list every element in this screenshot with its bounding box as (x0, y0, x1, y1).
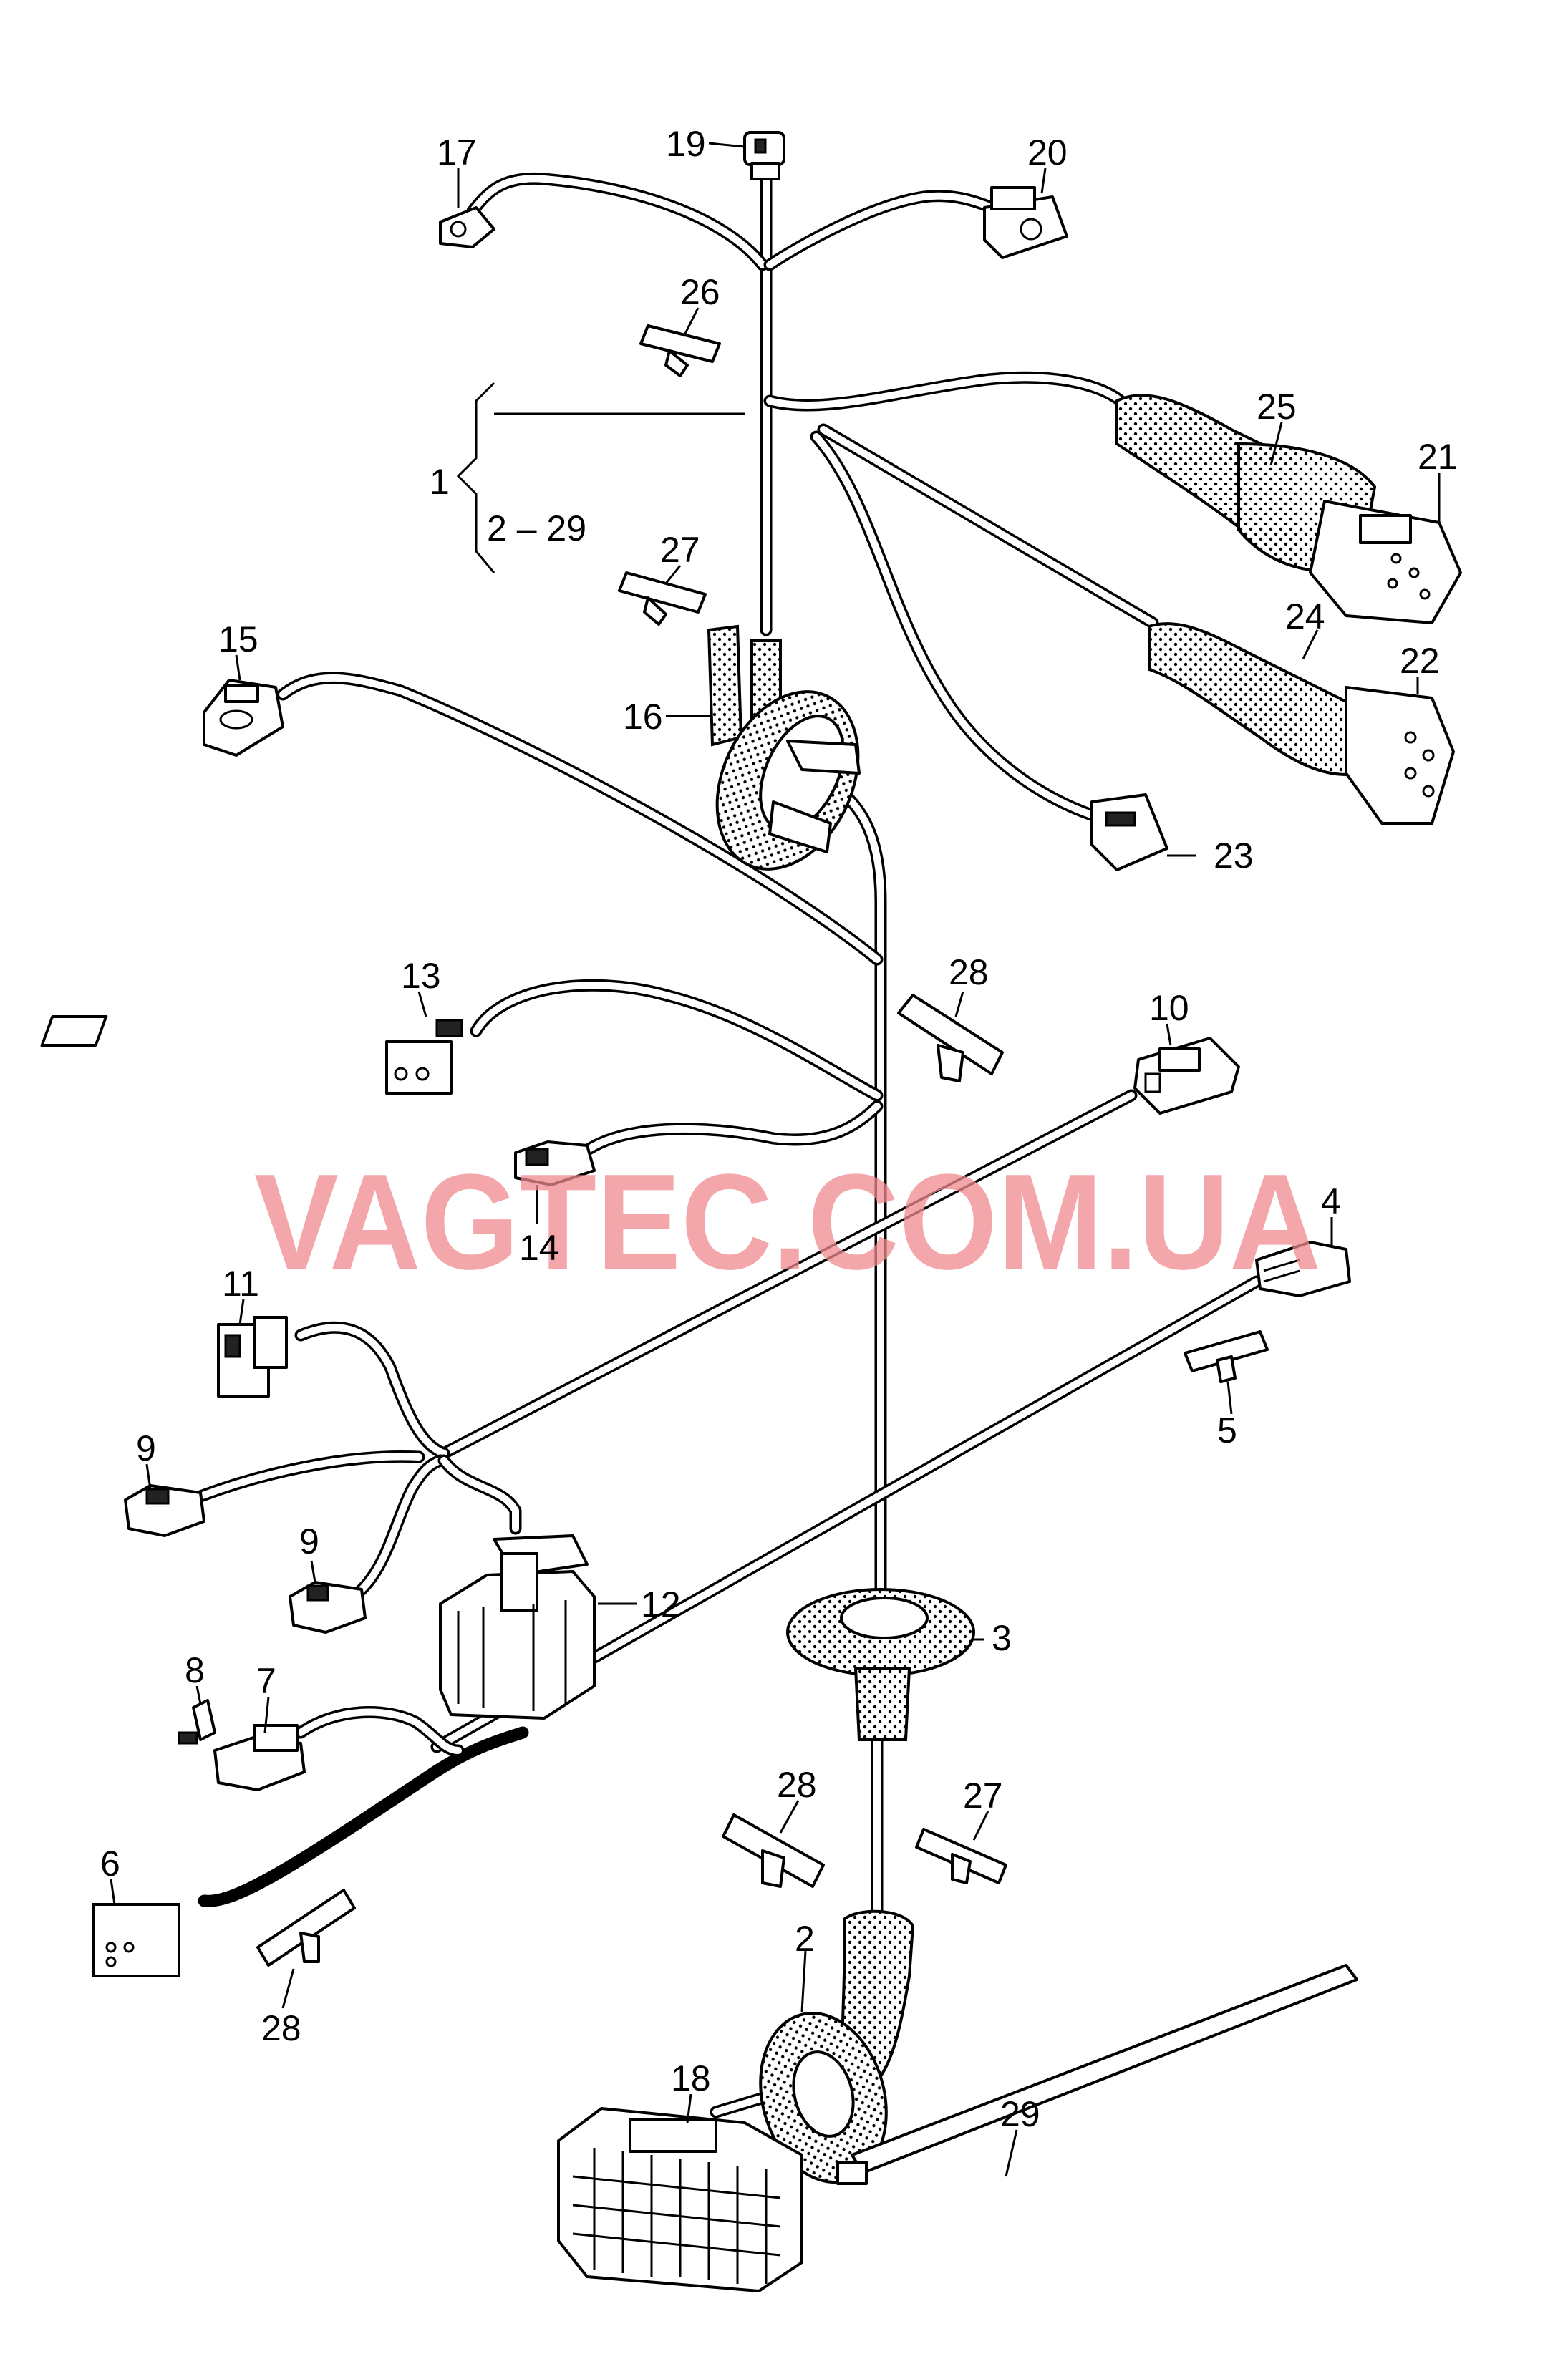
clip-5 (1184, 1330, 1269, 1383)
harness-wires (194, 169, 1263, 2118)
boot-2 (759, 1909, 915, 2184)
callout-13: 13 (401, 956, 441, 996)
callout-12: 12 (641, 1584, 681, 1624)
callout-29: 29 (1000, 2094, 1040, 2134)
connector-9-left (124, 1484, 205, 1537)
callout-15: 15 (218, 619, 258, 659)
leader-lines (110, 142, 1441, 2177)
callout-28c: 28 (261, 2008, 301, 2048)
connector-7 (213, 1724, 306, 1791)
callout-28a: 28 (949, 952, 989, 992)
callout-27a: 27 (660, 530, 700, 570)
callout-7: 7 (256, 1661, 276, 1701)
callout-10: 10 (1149, 988, 1189, 1028)
callout-9a: 9 (136, 1428, 156, 1468)
connector-4 (1255, 1241, 1351, 1297)
callout-18: 18 (671, 2058, 711, 2098)
connector-22-with-boot-24 (1148, 622, 1455, 825)
callout-22: 22 (1400, 641, 1440, 681)
watermark: VAGTEC.COM.UA (254, 1146, 1321, 1298)
connector-9-lower (289, 1581, 367, 1634)
clip-27-lower (915, 1828, 1007, 1884)
label-1: 1 (430, 462, 450, 502)
grommet-3 (786, 1588, 975, 1741)
connector-15 (203, 679, 284, 757)
clip-8 (178, 1699, 216, 1745)
connector-19 (743, 131, 785, 180)
callout-5: 5 (1217, 1410, 1237, 1450)
connector-6 (92, 1903, 180, 1977)
connector-21-with-boot-25 (1115, 394, 1462, 624)
callout-21: 21 (1418, 437, 1458, 477)
clip-28-left (256, 1889, 356, 1967)
callout-26: 26 (680, 272, 720, 312)
connector-17 (439, 206, 495, 248)
connector-10 (1133, 1037, 1240, 1115)
cable-tie-29 (836, 1964, 1358, 2185)
label-2-29: 2 – 29 (487, 508, 586, 548)
callout-8: 8 (185, 1650, 205, 1690)
connector-12 (439, 1534, 596, 1720)
connector-13 (40, 1015, 463, 1095)
clip-28-upper (897, 994, 1004, 1082)
callout-2: 2 (795, 1919, 815, 1959)
group-bracket (456, 382, 495, 573)
callout-11: 11 (222, 1264, 259, 1304)
clip-27-upper (618, 571, 707, 626)
connector-14 (514, 1140, 596, 1186)
connector-11 (217, 1316, 288, 1398)
callout-28b: 28 (777, 1765, 817, 1805)
connector-18 (557, 2107, 803, 2292)
clip-26 (639, 324, 721, 377)
callout-24: 24 (1285, 596, 1325, 636)
callout-16: 16 (623, 697, 663, 737)
clip-28-middle (722, 1813, 825, 1888)
callout-20: 20 (1027, 132, 1068, 173)
callout-4: 4 (1321, 1181, 1341, 1221)
callout-3: 3 (992, 1618, 1012, 1658)
callout-19: 19 (666, 124, 706, 164)
grommet-16 (707, 624, 861, 871)
callout-17: 17 (437, 132, 477, 173)
callout-14: 14 (519, 1228, 559, 1268)
callout-9b: 9 (299, 1521, 319, 1561)
callout-6: 6 (100, 1844, 120, 1884)
callout-labels: 1 2 – 29 2 3 4 5 6 7 8 9 9 10 11 12 13 1… (100, 124, 1458, 2134)
connector-23 (1090, 793, 1168, 871)
connector-20 (983, 186, 1068, 259)
callout-23: 23 (1214, 835, 1254, 876)
callout-27b: 27 (963, 1776, 1003, 1816)
callout-25: 25 (1257, 387, 1297, 427)
